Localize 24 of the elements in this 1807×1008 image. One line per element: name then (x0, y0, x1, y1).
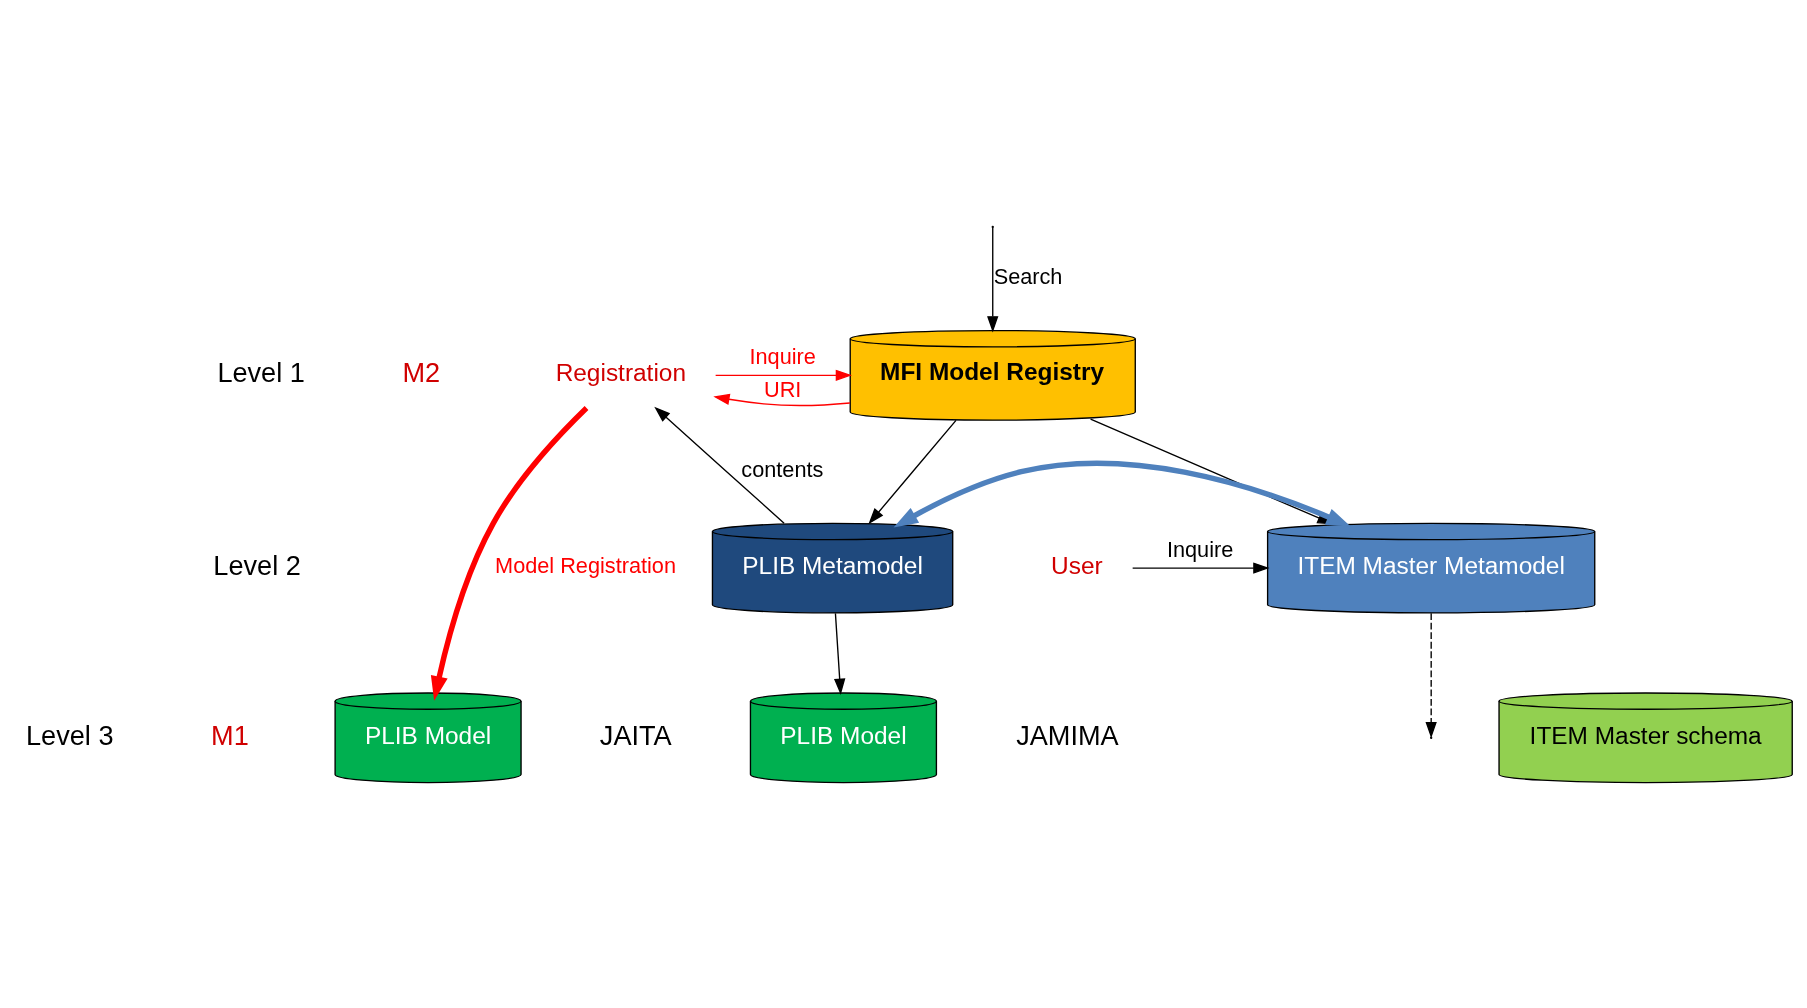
arrow (430, 405, 589, 701)
arrow (833, 612, 846, 695)
edge-label: Inquire (749, 343, 816, 369)
node-label: JAITA (599, 719, 672, 751)
edge-label: contents (741, 456, 824, 482)
arrow (1425, 612, 1437, 738)
edge-label: Inquire (1166, 536, 1234, 562)
node-label: JAMIMA (1016, 719, 1119, 751)
arrow (868, 419, 957, 524)
arrow (654, 406, 785, 524)
node-text: Registration (555, 358, 686, 386)
label: Level 2 (213, 549, 301, 581)
label: Level 1 (217, 356, 305, 388)
arrow (1131, 561, 1270, 574)
edge-label: URI (764, 376, 802, 402)
arrow (714, 369, 853, 381)
edge-label: Search (993, 263, 1063, 289)
arrow (713, 393, 851, 406)
label: M1 (211, 719, 249, 751)
label: M2 (402, 356, 441, 388)
label: Level 3 (26, 719, 114, 751)
arrow (987, 226, 999, 332)
node-text: User (1051, 551, 1103, 579)
edge-label: Model Registration (495, 552, 677, 578)
